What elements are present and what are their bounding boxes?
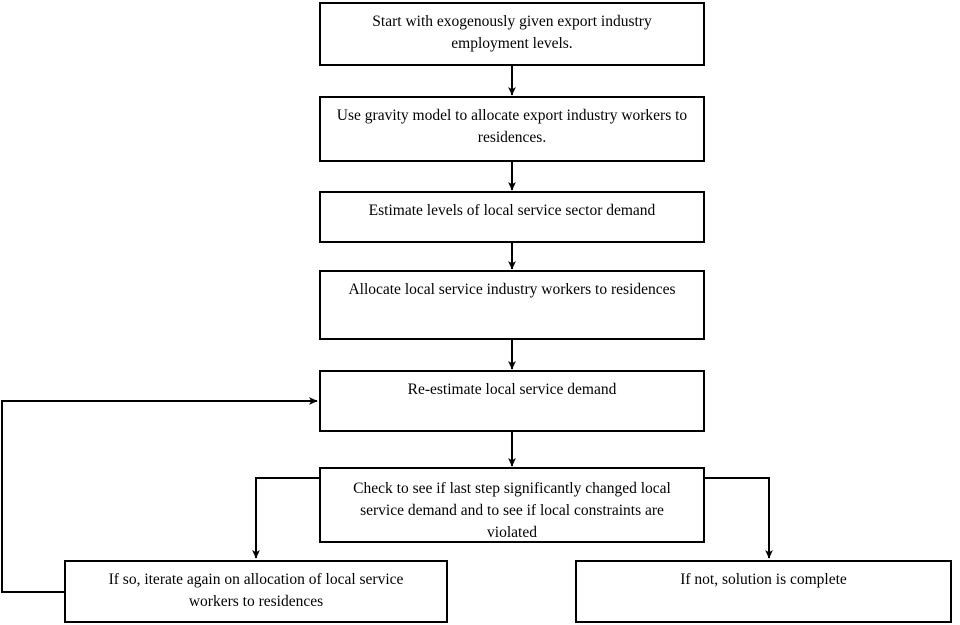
- edge-check-to-iterate: [252, 477, 319, 559]
- node-gravity-model: Use gravity model to allocate export ind…: [319, 96, 705, 162]
- node-check-convergence-label: Check to see if last step significantly …: [353, 480, 671, 541]
- node-reestimate-demand: Re-estimate local service demand: [319, 370, 705, 432]
- node-iterate-again-label: If so, iterate again on allocation of lo…: [108, 571, 404, 610]
- node-estimate-demand-label: Estimate levels of local service sector …: [368, 202, 656, 219]
- node-solution-complete: If not, solution is complete: [575, 560, 952, 623]
- node-iterate-again: If so, iterate again on allocation of lo…: [64, 560, 448, 623]
- node-start-label: Start with exogenously given export indu…: [372, 13, 652, 52]
- node-start: Start with exogenously given export indu…: [319, 2, 705, 66]
- node-estimate-demand: Estimate levels of local service sector …: [319, 191, 705, 243]
- node-check-convergence: Check to see if last step significantly …: [319, 467, 705, 543]
- node-solution-complete-label: If not, solution is complete: [680, 571, 847, 588]
- node-allocate-workers-label: Allocate local service industry workers …: [348, 281, 676, 298]
- node-gravity-model-label: Use gravity model to allocate export ind…: [336, 107, 688, 146]
- edge-check-to-complete: [705, 477, 773, 559]
- node-reestimate-demand-label: Re-estimate local service demand: [407, 381, 617, 398]
- node-allocate-workers: Allocate local service industry workers …: [319, 270, 705, 340]
